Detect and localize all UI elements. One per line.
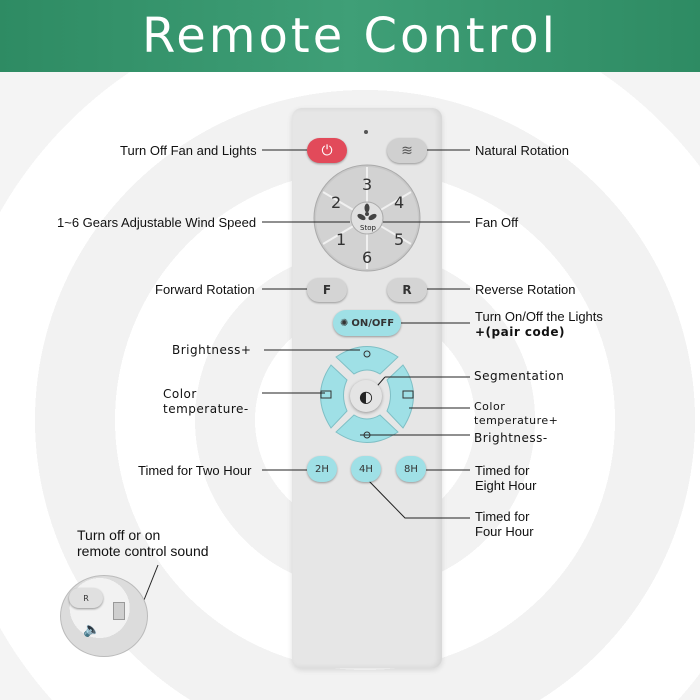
label-lights-onoff: Turn On/Off the Lights (475, 309, 603, 324)
label-wind-speed: 1~6 Gears Adjustable Wind Speed (57, 215, 257, 230)
timer-8h-button[interactable]: 8H (396, 456, 426, 482)
speed-key-5[interactable]: 5 (394, 230, 404, 249)
label-segmentation: Segmentation (474, 369, 565, 383)
power-button[interactable]: ⏻ (307, 138, 347, 163)
label-color-temp-plus-2: temperature+ (474, 414, 559, 427)
segmentation-button[interactable]: ◐ (350, 380, 382, 412)
label-timed-four-hour-2: Four Hour (475, 524, 534, 539)
forward-rotation-button[interactable]: F (307, 278, 347, 302)
speed-key-3[interactable]: 3 (362, 175, 372, 194)
callout-lines (141, 149, 470, 606)
label-color-temp-plus-1: Color (474, 400, 506, 413)
brightness-minus-key[interactable] (335, 414, 399, 443)
power-icon: ⏻ (321, 142, 333, 159)
label-fan-off: Fan Off (475, 215, 519, 230)
speed-key-6[interactable]: 6 (362, 248, 372, 267)
label-natural-rotation: Natural Rotation (475, 143, 569, 158)
label-sound-2: remote control sound (77, 543, 209, 559)
label-brightness-minus: Brightness- (474, 431, 548, 445)
label-color-temp-minus-2: temperature- (163, 402, 249, 416)
label-forward-rotation: Forward Rotation (155, 282, 255, 297)
label-timed-eight-hour-2: Eight Hour (475, 478, 537, 493)
color-temp-minus-key[interactable] (320, 364, 348, 429)
sound-switch-inset: R 🔈 (60, 575, 148, 657)
brightness-plus-key[interactable] (335, 346, 399, 375)
label-timed-eight-hour-1: Timed for (475, 463, 530, 478)
wind-waves-icon: ≋ (401, 142, 413, 159)
label-turn-off-fan-lights: Turn Off Fan and Lights (120, 143, 257, 158)
label-pair-code: +(pair code) (475, 325, 566, 339)
speed-dial (313, 164, 421, 272)
color-temp-plus-key[interactable] (386, 364, 414, 429)
speed-key-1[interactable]: 1 (336, 230, 346, 249)
speaker-icon: 🔈 (83, 622, 101, 638)
speed-key-2[interactable]: 2 (331, 193, 341, 212)
label-timed-two-hour: Timed for Two Hour (138, 463, 252, 478)
light-pad (320, 346, 414, 443)
label-brightness-plus: Brightness+ (172, 343, 252, 357)
light-bulb-icon: ✺ (339, 317, 349, 329)
stop-key-label[interactable]: Stop (360, 224, 376, 232)
label-reverse-rotation: Reverse Rotation (475, 282, 576, 297)
label-sound-1: Turn off or on (77, 527, 161, 543)
fan-icon (357, 203, 377, 221)
sound-switch[interactable] (113, 602, 125, 620)
light-onoff-button[interactable]: ✺ON/OFF (333, 310, 401, 336)
label-timed-four-hour-1: Timed for (475, 509, 530, 524)
timer-2h-button[interactable]: 2H (307, 456, 337, 482)
label-color-temp-minus-1: Color (163, 387, 197, 401)
page-title: Remote Control (142, 8, 558, 64)
speed-key-4[interactable]: 4 (394, 193, 404, 212)
natural-rotation-button[interactable]: ≋ (387, 138, 427, 163)
timer-4h-button[interactable]: 4H (351, 456, 381, 482)
indicator-led (364, 130, 368, 134)
reverse-rotation-button[interactable]: R (387, 278, 427, 302)
inset-reverse-key: R (69, 588, 103, 608)
segment-icon: ◐ (359, 386, 373, 406)
title-banner: Remote Control (0, 0, 700, 72)
